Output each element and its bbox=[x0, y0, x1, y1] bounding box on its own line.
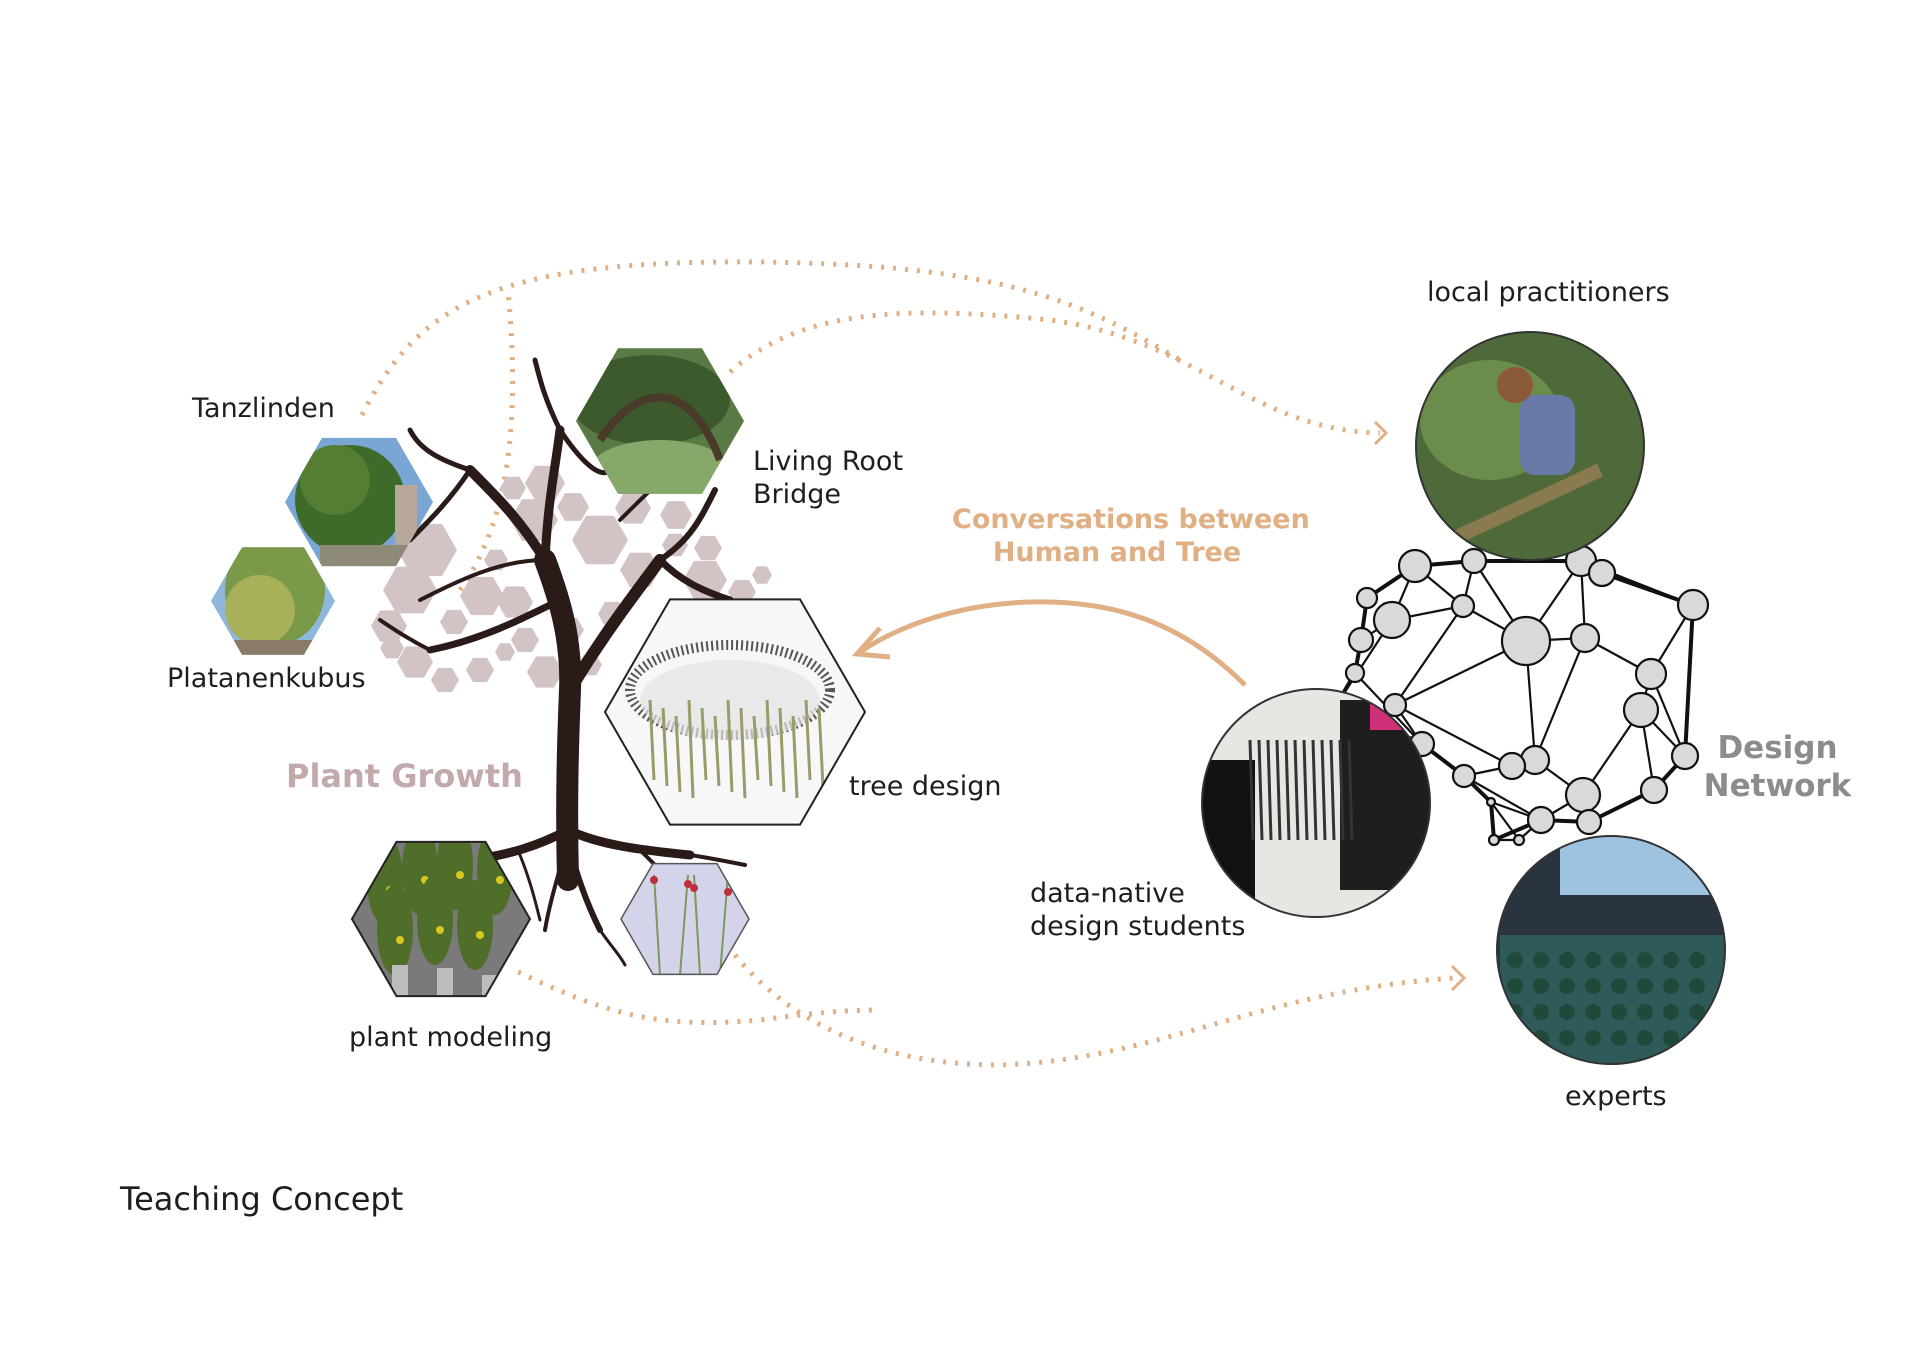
network-node bbox=[1500, 615, 1552, 667]
label-living-root-bridge-line1: Living Root bbox=[753, 446, 904, 477]
label-platanenkubus: Platanenkubus bbox=[167, 663, 366, 694]
decorative-hexagon bbox=[500, 476, 526, 500]
network-node bbox=[1564, 776, 1602, 814]
decorative-hexagon bbox=[728, 579, 756, 605]
circle-experts bbox=[1496, 835, 1726, 1065]
decorative-hexagon bbox=[694, 535, 722, 561]
decorative-hexagon bbox=[752, 566, 772, 584]
network-node bbox=[1487, 833, 1501, 847]
arrow-head-practitioners bbox=[1373, 420, 1389, 446]
network-edge bbox=[1490, 801, 1520, 841]
network-node bbox=[1639, 775, 1669, 805]
tree-silhouette bbox=[378, 357, 747, 967]
decorative-hexagon bbox=[431, 667, 459, 693]
network-node bbox=[1451, 763, 1477, 789]
page-title: Teaching Concept bbox=[120, 1180, 404, 1218]
arrow-head-experts bbox=[1450, 964, 1467, 992]
network-node bbox=[1526, 805, 1556, 835]
network-node bbox=[1347, 626, 1375, 654]
network-edge bbox=[1533, 637, 1587, 761]
decorative-hexagon bbox=[440, 609, 468, 635]
network-node bbox=[1670, 741, 1700, 771]
decorative-hexagon bbox=[466, 657, 494, 683]
network-node bbox=[1460, 547, 1488, 575]
network-node bbox=[1634, 657, 1668, 691]
decorative-hexagon bbox=[572, 515, 628, 565]
heading-design-network-line2: Network bbox=[1703, 768, 1852, 804]
decorative-hexagon bbox=[460, 576, 504, 616]
decorative-hexagon bbox=[495, 643, 515, 661]
network-node bbox=[1676, 588, 1710, 622]
decorative-hexagon bbox=[497, 586, 533, 618]
label-tanzlinden: Tanzlinden bbox=[192, 393, 335, 424]
hex-plant-modeling bbox=[350, 840, 532, 998]
hex-living-root-bridge bbox=[576, 348, 744, 494]
network-node bbox=[1622, 691, 1660, 729]
connector-bridge-to-practitioners bbox=[728, 310, 1381, 436]
heading-conversations-line2: Human and Tree bbox=[992, 537, 1242, 568]
connector-flower-to-experts bbox=[733, 953, 1456, 1068]
decorative-hexagon bbox=[397, 646, 433, 678]
network-edge bbox=[1489, 801, 1496, 841]
label-plant-modeling: plant modeling bbox=[349, 1022, 553, 1053]
network-node bbox=[1397, 548, 1433, 584]
label-students-line1: data-native bbox=[1030, 878, 1185, 909]
network-edge bbox=[1463, 775, 1542, 821]
network-node bbox=[1512, 833, 1526, 847]
hex-tree-design bbox=[603, 598, 867, 826]
heading-plant-growth: Plant Growth bbox=[286, 757, 523, 795]
network-node bbox=[1587, 558, 1617, 588]
network-node bbox=[1355, 586, 1379, 610]
network-node bbox=[1372, 600, 1412, 640]
heading-design-network-line1: Design bbox=[1717, 730, 1838, 766]
connector-model-to-students bbox=[516, 969, 881, 1026]
network-node bbox=[1485, 796, 1497, 808]
network-edge bbox=[1394, 605, 1464, 706]
hex-platanenkubus bbox=[211, 547, 335, 655]
label-living-root-bridge-line2: Bridge bbox=[753, 479, 842, 510]
design-network-graph bbox=[1324, 544, 1710, 847]
decorative-hexagon bbox=[660, 501, 692, 529]
dotted-connectors bbox=[359, 259, 1456, 1068]
decorative-hexagon bbox=[525, 465, 565, 501]
network-node bbox=[1450, 593, 1476, 619]
connector-tanzlinden-to-practitioners bbox=[359, 259, 1182, 417]
conversation-arrow bbox=[858, 599, 1247, 687]
network-node bbox=[1569, 622, 1601, 654]
network-edge bbox=[1394, 704, 1513, 767]
decorative-hexagon bbox=[527, 656, 563, 688]
label-tree-design: tree design bbox=[849, 771, 1002, 802]
network-node bbox=[1575, 808, 1603, 836]
network-node bbox=[1382, 692, 1408, 718]
label-students-line2: design students bbox=[1030, 911, 1246, 942]
heading-conversations-line1: Conversations between bbox=[952, 504, 1310, 535]
decorative-hexagon bbox=[557, 493, 589, 521]
decorative-hexagon bbox=[380, 637, 404, 659]
decorative-hexagon bbox=[383, 566, 437, 614]
decorative-hexagon bbox=[511, 627, 539, 653]
label-experts: experts bbox=[1565, 1081, 1667, 1112]
network-node bbox=[1344, 662, 1366, 684]
conversation-arrow-head bbox=[851, 626, 891, 660]
label-local-practitioners: local practitioners bbox=[1427, 277, 1670, 308]
hex-flower-model bbox=[620, 862, 750, 976]
decorative-hexagon bbox=[683, 560, 727, 600]
network-node bbox=[1497, 751, 1527, 781]
connector-root-trunk bbox=[457, 289, 516, 592]
circle-local-practitioners bbox=[1415, 331, 1645, 561]
